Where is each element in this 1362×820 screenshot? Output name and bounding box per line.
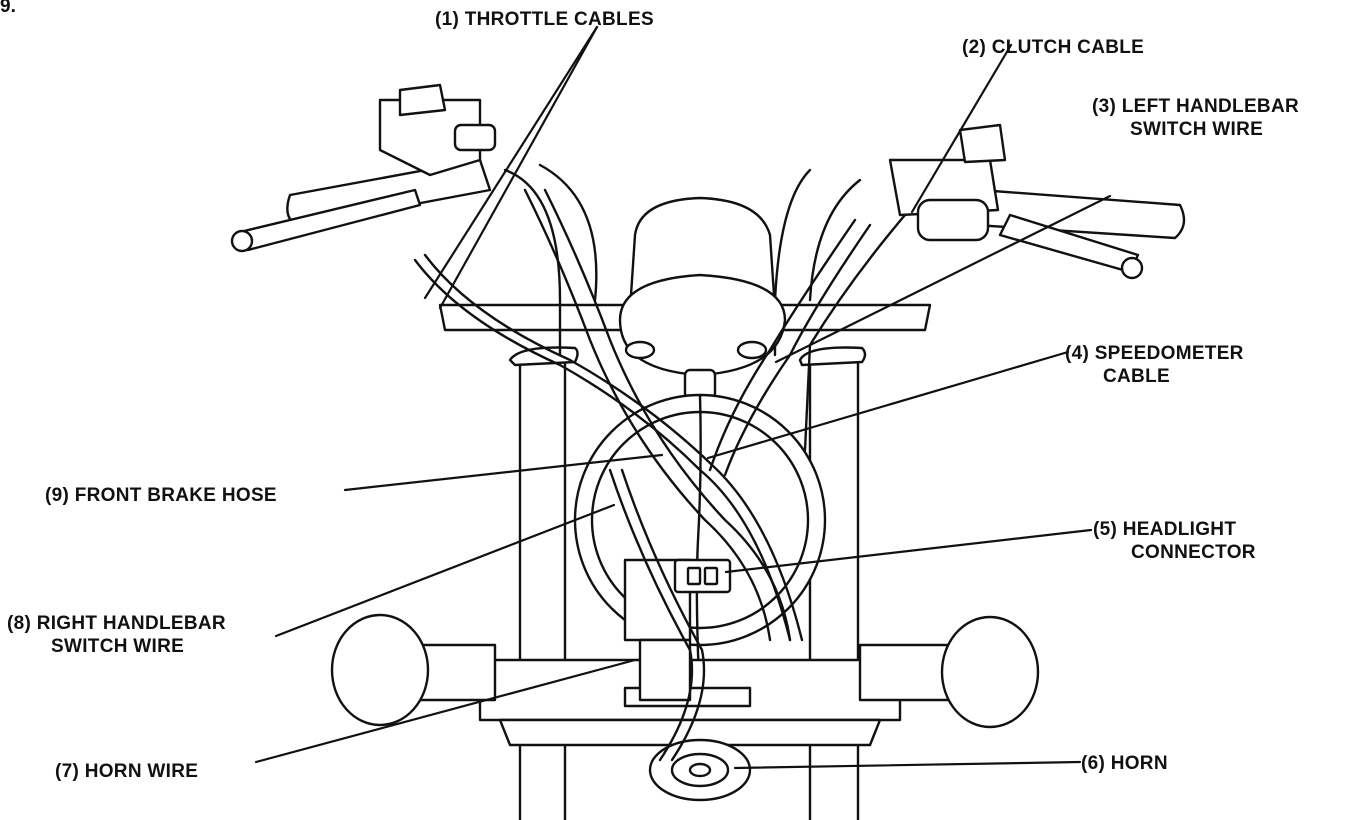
right-grip	[230, 83, 497, 253]
clutch-cable-label: (2) CLUTCH CABLE	[962, 37, 1145, 58]
horn-drawing	[648, 738, 752, 802]
right-handlebar-switch-wire-label: (8) RIGHT HANDLEBAR SWITCH WIRE	[7, 613, 226, 657]
throttle-cables-label: (1) THROTTLE CABLES	[435, 9, 654, 30]
horn-label: (6) HORN	[1081, 753, 1168, 774]
corner-mark: 9.	[0, 0, 16, 17]
left-grip	[888, 123, 1186, 280]
headlight-connector	[673, 558, 732, 594]
headlight-connector-label: (5) HEADLIGHT CONNECTOR	[1093, 519, 1256, 563]
speedometer	[618, 196, 787, 400]
cables	[413, 188, 907, 762]
handlebar	[503, 163, 862, 357]
leader-lines	[254, 25, 1112, 770]
left-handlebar-switch-wire-label: (3) LEFT HANDLEBAR SWITCH WIRE	[1092, 96, 1299, 140]
front-brake-hose-label: (9) FRONT BRAKE HOSE	[45, 485, 277, 506]
speedometer-cable-label: (4) SPEEDOMETER CABLE	[1065, 343, 1244, 387]
horn-wire-label: (7) HORN WIRE	[55, 761, 199, 782]
